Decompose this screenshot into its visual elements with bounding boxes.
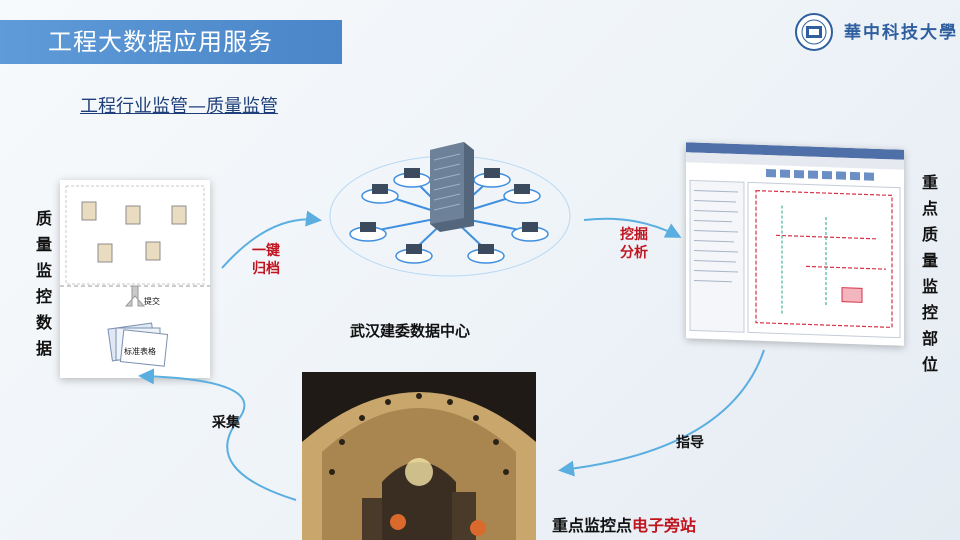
tunnel-site-photo	[302, 372, 536, 540]
section-subtitle: 工程行业监管—质量监管	[80, 96, 278, 117]
edge-label-guide: 指导	[676, 435, 704, 451]
software-screenshot-illustration	[686, 142, 904, 339]
edge-label-archive-2: 归档	[252, 261, 280, 277]
server-docs-illustration	[60, 185, 210, 367]
arrow-mining	[583, 217, 682, 238]
quality-data-card: 提交 标准表格	[60, 180, 210, 378]
laptop-icon	[360, 168, 538, 254]
edge-label-collect: 采集	[212, 415, 240, 431]
university-name: 華中科技大學	[844, 23, 958, 43]
edge-label-mining-1: 挖掘	[620, 227, 648, 243]
tunnel-illustration	[302, 372, 536, 540]
upload-label: 提交	[144, 297, 160, 306]
university-seal-icon	[795, 13, 833, 51]
left-vertical-label: 质量监控数据	[35, 209, 52, 358]
data-center-network-illustration	[329, 142, 571, 277]
page-title: 工程大数据应用服务	[0, 20, 342, 64]
site-caption: 重点监控点电子旁站	[552, 512, 696, 536]
site-caption-highlight: 电子旁站	[632, 516, 697, 535]
node-rings	[349, 172, 549, 264]
server-tower-icon	[430, 142, 474, 232]
server-icon	[81, 201, 187, 263]
data-center-label: 武汉建委数据中心	[350, 322, 471, 340]
edge-label-archive-1: 一键	[252, 243, 280, 259]
arrow-archive	[221, 210, 322, 269]
arrow-collect	[138, 368, 297, 501]
university-logo	[786, 12, 946, 52]
site-caption-prefix: 重点监控点	[552, 516, 633, 535]
arrow-guide	[558, 349, 765, 477]
data-center-card	[324, 120, 576, 316]
edge-label-mining-2: 分析	[620, 245, 648, 261]
document-stack-icon	[107, 322, 169, 367]
monitoring-software-card	[686, 142, 904, 346]
doc-stack-label: 标准表格	[124, 347, 156, 356]
right-vertical-label: 重点质量监控部位	[921, 173, 938, 374]
